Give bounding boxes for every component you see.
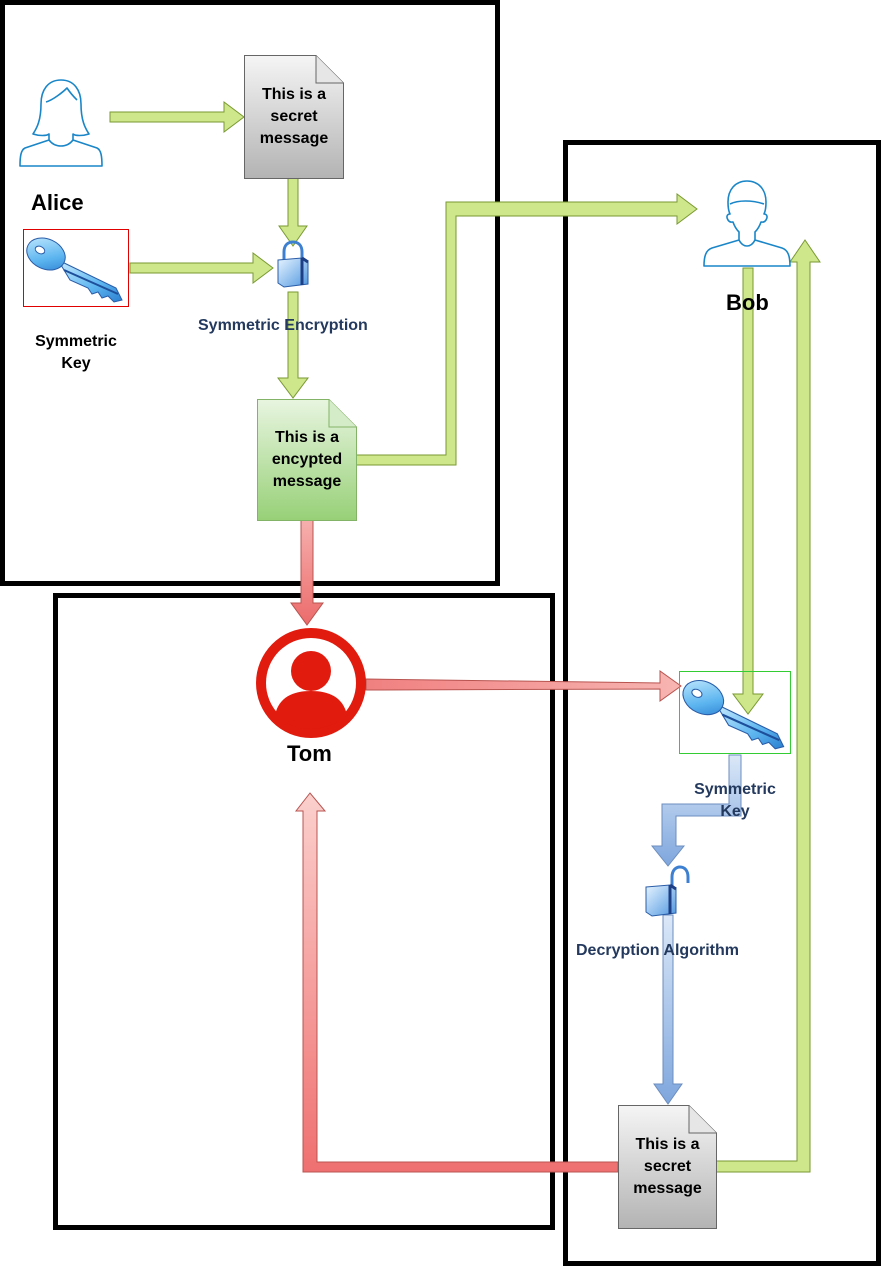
encrypted-message-line-1: This is a — [274, 429, 340, 446]
alice-key-icon — [26, 237, 123, 303]
alice-symmetric-key-box — [23, 229, 129, 307]
arrow-encrypted-to-bob — [355, 193, 698, 466]
alice-region-frame — [0, 0, 500, 586]
encrypted-message-line-3: message — [272, 473, 342, 490]
arrow-encrypted-to-tom — [290, 519, 324, 626]
bob-key-icon — [682, 679, 785, 750]
bob-message-line-1: This is a — [635, 1136, 700, 1153]
arrow-tom-to-key — [365, 670, 682, 702]
arrow-message-to-lock — [278, 177, 308, 247]
symmetric-encryption-label: Symmetric Encryption — [198, 317, 368, 334]
bob-message-line-3: message — [633, 1180, 702, 1197]
bob-region-frame — [563, 140, 881, 1266]
bob-symmetric-key-box — [679, 671, 791, 754]
bob-secret-message-document: This is a secret message — [618, 1105, 717, 1229]
alice-message-line-3: message — [259, 130, 329, 147]
arrow-message-to-bob — [715, 239, 821, 1173]
tom-attacker-icon — [256, 628, 366, 738]
encrypted-message-line-2: encypted — [271, 451, 343, 468]
decryption-algorithm-label: Decryption Algorithm — [576, 942, 739, 959]
alice-key-label-line-2: Key — [61, 355, 91, 372]
alice-name: Alice — [31, 190, 84, 215]
bob-key-label-line-1: Symmetric — [694, 781, 776, 798]
encryption-lock-icon — [277, 240, 309, 288]
encrypted-message-document: This is a encypted message — [257, 399, 357, 521]
tom-name: Tom — [287, 741, 332, 766]
alice-message-line-2: secret — [270, 108, 318, 125]
alice-message-line-1: This is a — [261, 86, 327, 103]
arrow-message-to-tom — [294, 792, 619, 1173]
bob-key-label-line-2: Key — [720, 803, 750, 820]
arrow-alice-to-message — [109, 101, 245, 133]
arrow-key-to-decryption — [650, 754, 742, 867]
arrow-key-to-lock — [129, 252, 274, 284]
bob-name: Bob — [726, 290, 769, 315]
alice-user-icon — [19, 79, 103, 167]
arrow-lock-to-encrypted — [277, 291, 309, 399]
bob-user-icon — [703, 180, 791, 267]
alice-key-label: Symmetric Key — [20, 331, 132, 375]
bob-key-label: Symmetric Key — [680, 779, 790, 823]
alice-secret-message-document: This is a secret message — [244, 55, 344, 179]
arrow-bob-to-key — [732, 267, 764, 715]
bob-message-line-2: secret — [643, 1158, 692, 1175]
decryption-unlock-icon — [645, 865, 690, 917]
alice-key-label-line-1: Symmetric — [35, 333, 117, 350]
arrow-decryption-to-message — [653, 914, 683, 1105]
